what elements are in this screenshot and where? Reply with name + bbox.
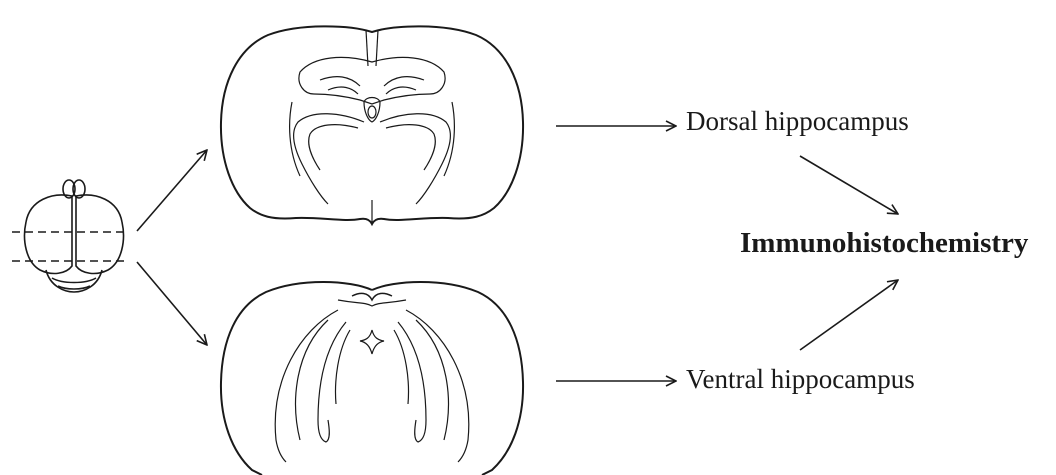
ventral-hippocampus-label: Ventral hippocampus (686, 364, 915, 395)
immunohistochemistry-label: Immunohistochemistry (740, 227, 1028, 260)
whole-brain-icon (25, 180, 124, 292)
arrow-ventral-to-ihc (800, 280, 898, 350)
dorsal-coronal-section (221, 26, 523, 224)
ventral-coronal-section (221, 282, 523, 475)
arrow-to-ventral-section (137, 262, 207, 345)
arrow-dorsal-to-ihc (800, 156, 898, 214)
dorsal-hippocampus-label: Dorsal hippocampus (686, 106, 909, 137)
arrow-to-dorsal-section (137, 150, 207, 231)
